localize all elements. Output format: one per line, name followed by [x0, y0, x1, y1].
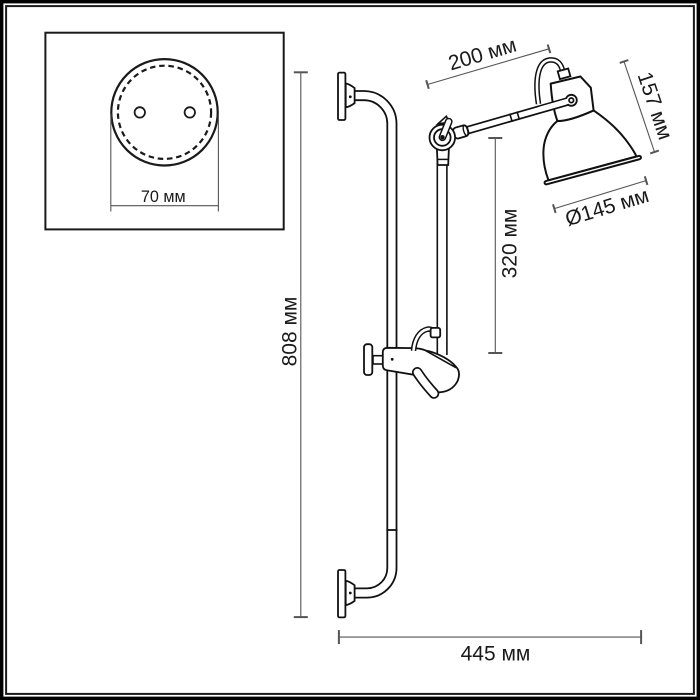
- svg-text:808 мм: 808 мм: [278, 297, 301, 367]
- svg-text:70 мм: 70 мм: [141, 188, 186, 206]
- svg-text:445 мм: 445 мм: [461, 643, 531, 666]
- svg-text:320 мм: 320 мм: [498, 209, 521, 279]
